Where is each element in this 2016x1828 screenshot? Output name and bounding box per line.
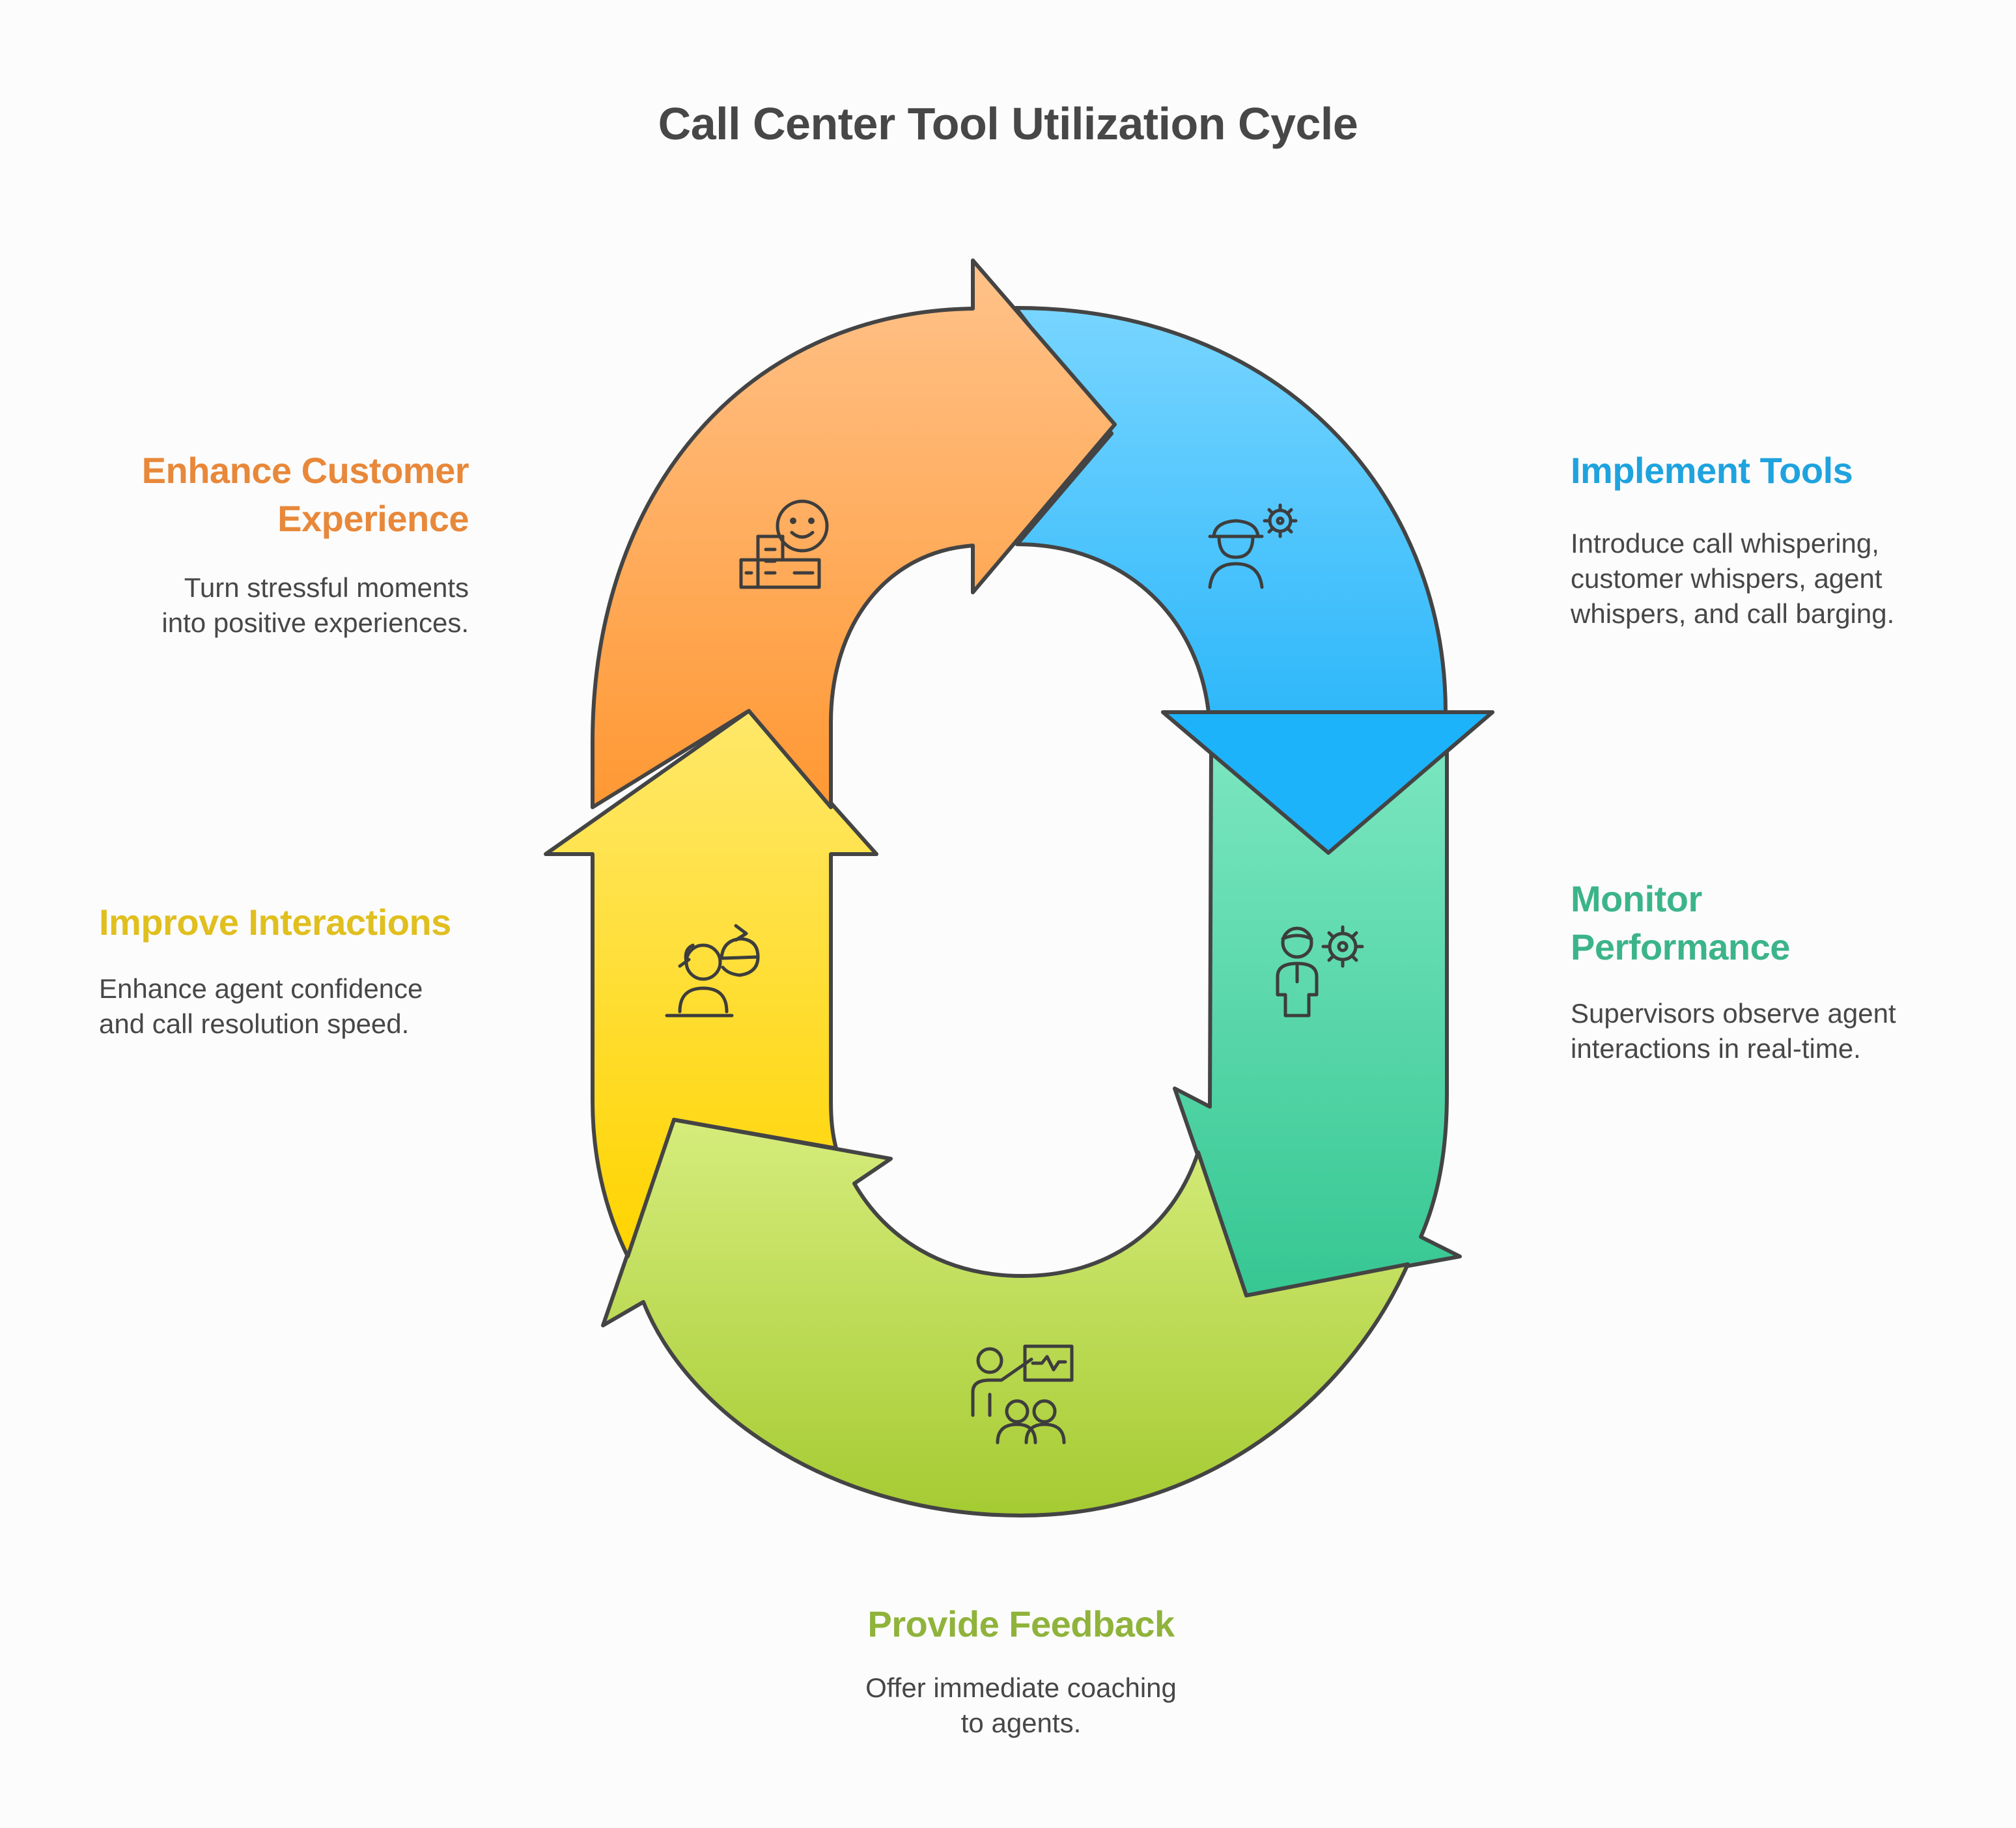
improve-interactions-title: Improve Interactions	[99, 898, 516, 947]
provide-feedback-desc: Offer immediate coaching to agents.	[695, 1670, 1347, 1741]
implement-tools-title-line1: Implement Tools	[1571, 450, 1853, 491]
improve-interactions-desc: Enhance agent confidence and call resolu…	[99, 971, 516, 1042]
implement-tools-arrowhead	[1161, 710, 1494, 855]
improve-interactions-desc-line2: and call resolution speed.	[99, 1008, 410, 1039]
implement-tools-title: Implement Tools	[1571, 447, 1987, 495]
monitor-performance-desc-line2: interactions in real-time.	[1571, 1033, 1861, 1064]
provide-feedback-desc-line1: Offer immediate coaching	[865, 1672, 1177, 1703]
implement-tools-desc-line1: Introduce call whispering,	[1571, 528, 1879, 559]
improve-interactions-title-line1: Improve Interactions	[99, 902, 451, 943]
provide-feedback-arrow	[601, 1118, 1410, 1517]
provide-feedback-desc-line2: to agents.	[960, 1708, 1082, 1738]
enhance-customer-experience-title: Enhance Customer Experience	[78, 447, 469, 543]
implement-tools-desc-line3: whispers, and call barging.	[1571, 598, 1895, 629]
improve-interactions-desc-line1: Enhance agent confidence	[99, 973, 423, 1004]
improve-interactions-arrow	[544, 709, 878, 1258]
monitor-performance-desc-line1: Supervisors observe agent	[1571, 998, 1896, 1029]
monitor-performance-title-line1: Monitor	[1571, 878, 1702, 919]
enhance-customer-experience-desc: Turn stressful moments into positive exp…	[78, 570, 469, 641]
monitor-performance-desc: Supervisors observe agent interactions i…	[1571, 996, 1987, 1066]
implement-tools-desc: Introduce call whispering, customer whis…	[1571, 526, 1987, 631]
monitor-performance-title-line2: Performance	[1571, 926, 1790, 967]
customer-building-smile-icon	[739, 499, 829, 589]
monitor-performance-arrow	[1173, 747, 1462, 1297]
provide-feedback-title-line1: Provide Feedback	[867, 1603, 1175, 1644]
monitor-performance-title: Monitor Performance	[1571, 875, 1987, 971]
enhance-customer-experience-desc-line1: Turn stressful moments	[184, 572, 469, 603]
enhance-customer-experience-title-line2: Experience	[277, 498, 469, 539]
implement-tools-desc-line2: customer whispers, agent	[1571, 563, 1883, 594]
enhance-customer-experience-desc-line2: into positive experiences.	[161, 607, 469, 638]
coaching-presentation-icon	[971, 1344, 1074, 1445]
provide-feedback-title: Provide Feedback	[695, 1600, 1347, 1648]
enhance-customer-experience-arrow	[591, 258, 1117, 809]
supervisor-gear-icon	[1276, 925, 1364, 1018]
agent-refresh-icon	[665, 924, 760, 1018]
enhance-customer-experience-title-line1: Enhance Customer	[141, 450, 469, 491]
engineer-gear-icon	[1208, 503, 1298, 589]
diagram-title: Call Center Tool Utilization Cycle	[658, 98, 1358, 149]
